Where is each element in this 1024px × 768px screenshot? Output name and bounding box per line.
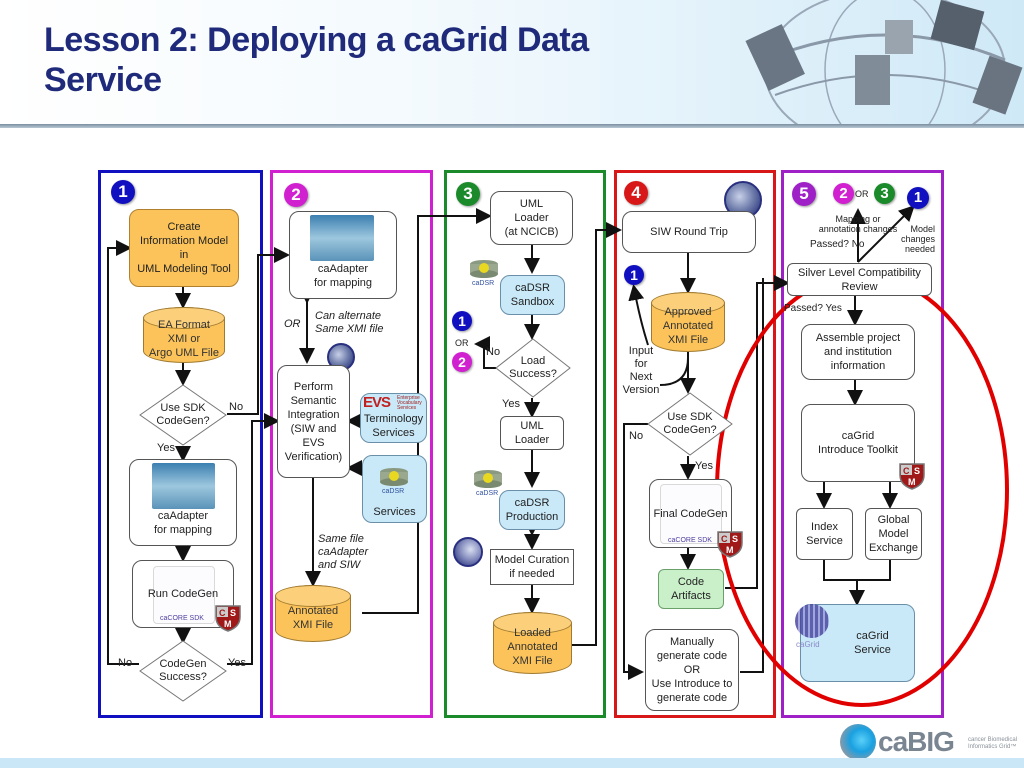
evs-logo-icon: EVS bbox=[363, 394, 391, 411]
yes-label: Yes bbox=[157, 442, 175, 454]
step-4-badge: 4 bbox=[624, 181, 648, 205]
header-divider bbox=[0, 124, 1024, 128]
yes-label: Yes bbox=[695, 460, 713, 472]
curation-tool-icon bbox=[453, 537, 483, 567]
goto-step-2-badge[interactable]: 2 bbox=[833, 183, 854, 204]
yes-label: Yes bbox=[502, 398, 520, 410]
cagrid-globe-icon bbox=[795, 604, 829, 638]
cacore-sdk-icon bbox=[153, 566, 215, 624]
cagrid-logo-label: caGrid bbox=[796, 640, 820, 649]
slide-header bbox=[0, 0, 1024, 124]
cadsr-logo-icon: caDSR bbox=[474, 470, 502, 496]
svg-text:M: M bbox=[726, 545, 734, 555]
goto-step-3-badge[interactable]: 3 bbox=[874, 183, 895, 204]
slide-title: Lesson 2: Deploying a caGrid Data Servic… bbox=[44, 21, 589, 99]
svg-text:C: C bbox=[219, 608, 226, 618]
cacore-sdk-icon bbox=[660, 484, 722, 544]
step-3-badge: 3 bbox=[456, 182, 480, 206]
cadsr-logo-icon: caDSR bbox=[380, 468, 408, 494]
yes-label: Yes bbox=[228, 657, 246, 669]
svg-text:caDSR: caDSR bbox=[382, 488, 404, 494]
or-label: OR bbox=[855, 189, 869, 199]
step-2-badge: 2 bbox=[284, 183, 308, 207]
footer-bar bbox=[0, 758, 1024, 768]
goto-step-1-badge[interactable]: 1 bbox=[624, 265, 644, 285]
svg-text:S: S bbox=[914, 466, 920, 476]
globe-collage-icon bbox=[745, 0, 1023, 124]
cabig-logo: caBIG bbox=[878, 726, 955, 757]
caadapter-logo-icon bbox=[152, 463, 215, 509]
goto-step-2-badge[interactable]: 2 bbox=[452, 352, 472, 372]
no-label: No bbox=[486, 346, 501, 358]
svg-text:S: S bbox=[230, 608, 236, 618]
or-label: OR bbox=[284, 318, 301, 330]
caadapter-logo-icon bbox=[310, 215, 374, 261]
svg-text:M: M bbox=[908, 477, 916, 487]
passed-no-label: Passed? No bbox=[810, 239, 865, 250]
svg-text:caDSR: caDSR bbox=[476, 490, 498, 496]
cabig-globe-icon bbox=[840, 724, 876, 760]
svg-text:caDSR: caDSR bbox=[472, 280, 494, 286]
step-1-badge: 1 bbox=[111, 180, 135, 204]
svg-text:C: C bbox=[721, 534, 728, 544]
cadsr-logo-icon: caDSR bbox=[470, 260, 498, 286]
cacore-sdk-label: caCORE SDK bbox=[668, 537, 712, 544]
passed-yes-label: Passed? Yes bbox=[784, 303, 842, 314]
goto-step-1-badge[interactable]: 1 bbox=[452, 311, 472, 331]
svg-text:S: S bbox=[732, 534, 738, 544]
or-label: OR bbox=[455, 338, 469, 348]
goto-step-1-badge[interactable]: 1 bbox=[907, 187, 929, 209]
no-label: No bbox=[229, 401, 244, 413]
cacore-sdk-label: caCORE SDK bbox=[160, 615, 204, 622]
no-label: No bbox=[118, 657, 133, 669]
siw-round-trip-box[interactable]: SIW Round Trip bbox=[622, 211, 756, 253]
svg-text:C: C bbox=[903, 466, 910, 476]
cadsr-services-box[interactable]: Services bbox=[362, 455, 427, 523]
svg-text:M: M bbox=[224, 619, 232, 629]
no-label: No bbox=[629, 430, 644, 442]
step-5-badge: 5 bbox=[792, 182, 816, 206]
